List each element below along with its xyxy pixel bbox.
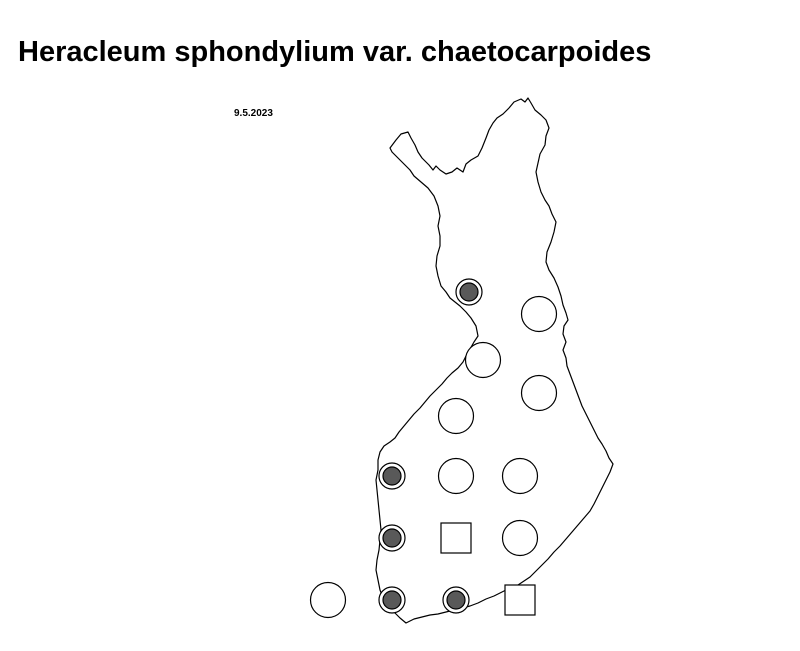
- occurrence-marker-open-circle: [437, 457, 475, 495]
- occurrence-marker-open-circle: [464, 341, 502, 379]
- finland-outline: [375, 97, 614, 624]
- occurrence-marker-open-circle: [501, 519, 539, 557]
- occurrence-marker-open-circle: [501, 457, 539, 495]
- occurrence-marker-open-circle: [520, 295, 558, 333]
- occurrence-marker-open-circle: [520, 374, 558, 412]
- occurrence-marker-ring-dot: [378, 586, 406, 614]
- occurrence-marker-open-circle: [309, 581, 347, 619]
- occurrence-marker-ring-dot: [442, 586, 470, 614]
- occurrence-marker-ring-dot: [378, 462, 406, 490]
- marker-layer: [309, 278, 558, 619]
- occurrence-marker-open-circle: [437, 397, 475, 435]
- map-title: Heracleum sphondylium var. chaetocarpoid…: [18, 36, 652, 68]
- occurrence-marker-ring-dot: [378, 524, 406, 552]
- occurrence-marker-open-square: [504, 584, 536, 616]
- occurrence-marker-open-square: [440, 522, 472, 554]
- map-date: 9.5.2023: [234, 108, 273, 119]
- occurrence-marker-ring-dot: [455, 278, 483, 306]
